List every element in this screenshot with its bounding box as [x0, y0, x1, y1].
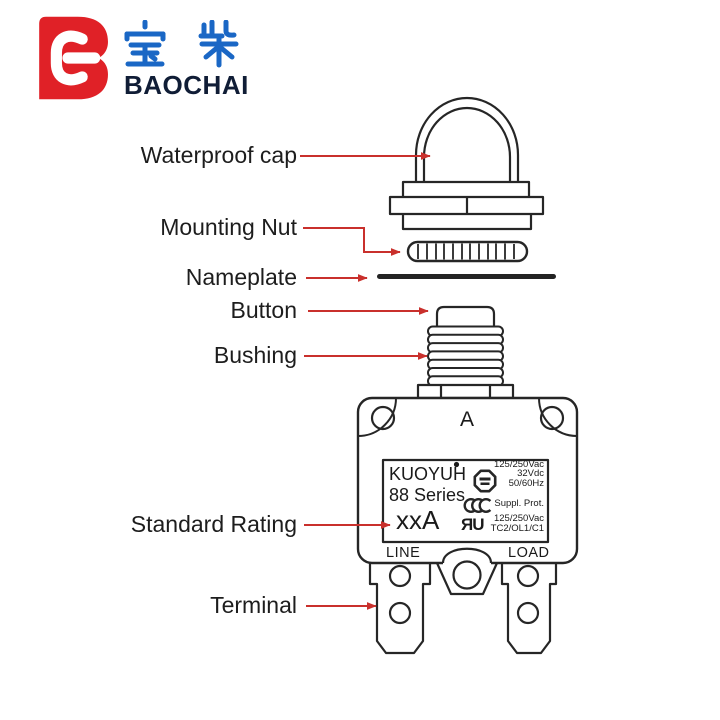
- label-spec-frequency: 50/60Hz: [508, 477, 544, 489]
- callout-button: Button: [230, 297, 298, 323]
- mounting-nut: [406, 240, 529, 263]
- body-top-marking: A: [459, 408, 474, 431]
- baochai-logo-icon: [28, 14, 114, 102]
- ccc-certification-icon: [463, 498, 492, 513]
- bc-monogram-icon: [39, 16, 108, 100]
- center-mount-tab: [435, 547, 499, 596]
- callout-standard-rating: Standard Rating: [130, 511, 297, 537]
- label-rating: xxA: [396, 505, 440, 535]
- mounting-hole-right: [539, 405, 565, 431]
- nameplate-plate: [377, 274, 556, 279]
- label-suppl-voltage: 125/250Vac: [493, 512, 544, 524]
- terminal-load-blade: [500, 563, 558, 655]
- label-brand: KUOYUH: [389, 464, 467, 484]
- char-bao: [124, 20, 166, 67]
- logo-latin-text: BAOCHAI: [124, 70, 249, 100]
- logo-white-slot: [62, 52, 101, 64]
- arrow-mounting-nut: [303, 227, 401, 256]
- label-series: 88 Series: [389, 485, 466, 505]
- callout-waterproof-cap: Waterproof cap: [140, 142, 297, 168]
- terminal-label-load: LOAD: [508, 545, 550, 561]
- callout-mounting-nut: Mounting Nut: [160, 214, 297, 240]
- terminal-line-blade: [368, 563, 432, 655]
- logo-chinese-characters: 宝 柴: [124, 20, 244, 70]
- label-spec-voltage-dc: 32Vdc: [517, 468, 544, 479]
- bushing-base: [416, 383, 515, 400]
- label-suppl-code: TC2/OL1/C1: [490, 523, 544, 534]
- reset-button: [435, 305, 496, 330]
- char-chai: [198, 20, 239, 68]
- cap-flange: [388, 180, 545, 231]
- kuoyuh-trademark-dot-icon: [453, 461, 460, 468]
- bushing-threads: [427, 325, 504, 387]
- waterproof-cap-outline: [414, 96, 520, 183]
- terminal-label-line: LINE: [386, 545, 421, 561]
- ul-recognized-icon: ЯU: [461, 515, 484, 534]
- label-suppl-prot: Suppl. Prot.: [494, 498, 544, 509]
- callout-terminal: Terminal: [210, 592, 297, 618]
- logo-white-c: [50, 30, 88, 86]
- mounting-hole-left: [370, 405, 396, 431]
- callout-nameplate: Nameplate: [185, 264, 297, 290]
- callout-bushing: Bushing: [213, 342, 297, 368]
- tuv-certification-icon: [473, 469, 497, 493]
- label-spec-voltage-ac: 125/250Vac: [493, 458, 544, 470]
